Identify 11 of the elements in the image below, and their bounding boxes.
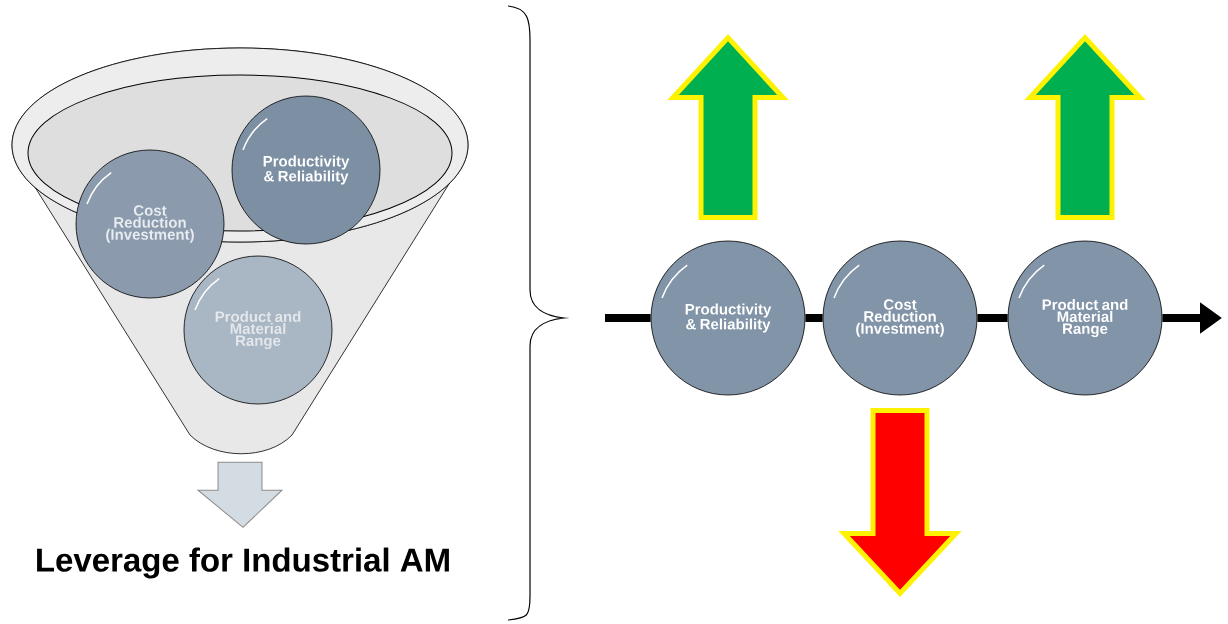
circle-node: Product and Material Range [183, 255, 333, 405]
block-arrow [1024, 33, 1146, 221]
circle-node: Cost Reduction (Investment) [75, 149, 225, 299]
circle-node: Productivity & Reliability [650, 240, 806, 396]
heading-text: Leverage for Industrial AM [37, 547, 449, 579]
block-arrow [667, 33, 789, 221]
circle-node: Product and Material Range [1007, 240, 1163, 396]
circle-node: Cost Reduction (Investment) [822, 240, 978, 396]
block-arrow [838, 407, 962, 598]
block-arrow [197, 461, 283, 528]
circle-node: Productivity & Reliability [231, 95, 381, 245]
